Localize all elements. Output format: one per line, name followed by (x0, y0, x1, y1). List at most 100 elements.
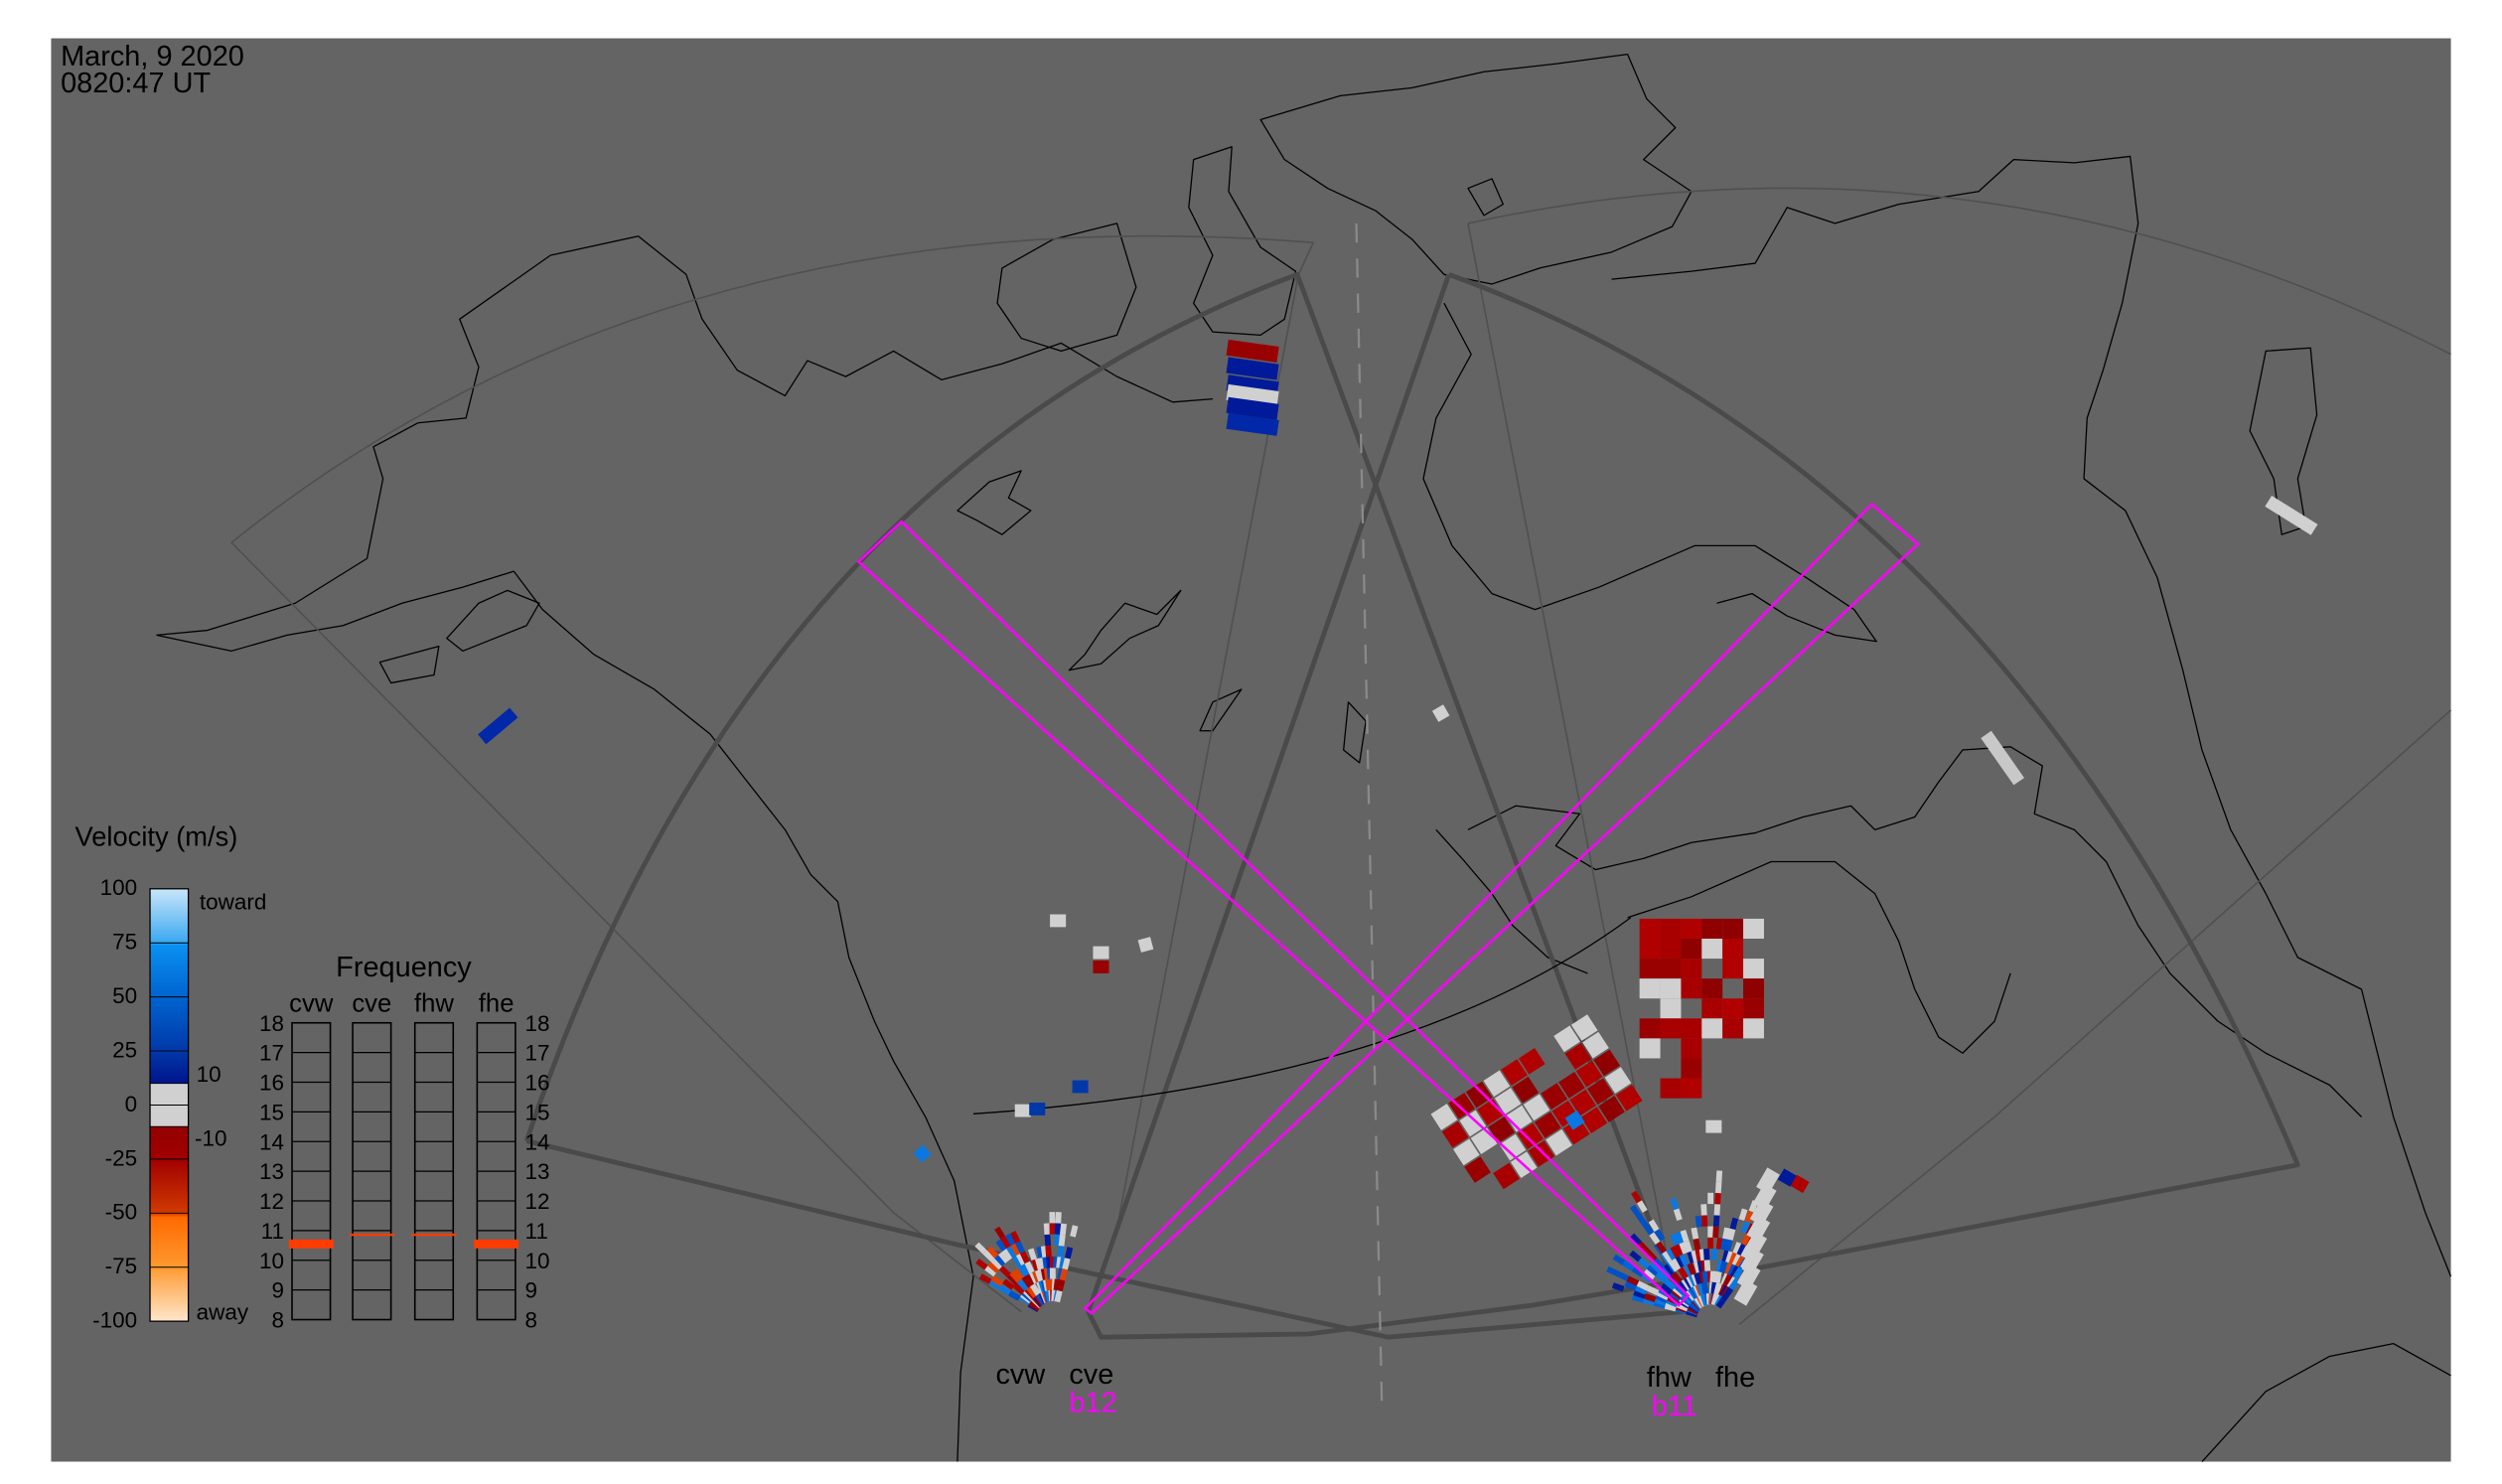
colorbar-tick-label: -50 (105, 1200, 137, 1225)
velocity-cell (1049, 1267, 1056, 1279)
date-label: March, 9 2020 (61, 41, 244, 73)
velocity-cell (1431, 704, 1450, 722)
velocity-cell (1488, 1116, 1516, 1143)
velocity-cell (1710, 1249, 1718, 1261)
velocity-cell (1049, 1212, 1056, 1224)
frequency-tick-left: 10 (259, 1249, 284, 1273)
velocity-cell (1670, 1197, 1680, 1211)
velocity-cell (1014, 1104, 1031, 1117)
velocity-cell (1024, 1273, 1035, 1287)
velocity-cell (1639, 978, 1661, 999)
velocity-cell (1660, 959, 1682, 979)
velocity-cell (1612, 1254, 1626, 1265)
velocity-cell (1722, 918, 1744, 939)
velocity-cell (1671, 1271, 1683, 1284)
velocity-cell (1001, 1248, 1014, 1261)
velocity-cell (1059, 1223, 1067, 1236)
velocity-cell (1604, 1067, 1632, 1094)
velocity-cell (1701, 918, 1723, 939)
frequency-tick-left: 15 (259, 1100, 284, 1124)
velocity-cell (984, 1264, 997, 1277)
velocity-cell (1707, 1237, 1714, 1250)
velocity-cell (1015, 1241, 1026, 1254)
velocity-cell (1668, 1273, 1681, 1286)
velocity-cell (1679, 1254, 1690, 1266)
velocity-cell (1012, 1255, 1023, 1268)
velocity-cell (1054, 1289, 1063, 1303)
velocity-cell (1064, 1247, 1074, 1260)
velocity-cell (1715, 1295, 1727, 1309)
velocity-cell (1024, 1261, 1035, 1274)
frequency-tick-left: 16 (259, 1071, 284, 1096)
velocity-cell (1606, 1265, 1619, 1276)
velocity-cell (1701, 938, 1723, 960)
frequency-column-label: cvw (289, 989, 334, 1017)
frequency-tick-left: 11 (261, 1219, 284, 1244)
velocity-cell (1681, 1078, 1702, 1099)
velocity-cell (990, 1275, 1004, 1287)
velocity-cell (1464, 1156, 1491, 1183)
velocity-cell (1722, 938, 1744, 960)
velocity-cell (1681, 1038, 1702, 1059)
velocity-cell (1715, 1170, 1723, 1183)
velocity-cell (1226, 396, 1279, 420)
frequency-tick-right: 15 (525, 1100, 550, 1124)
velocity-cell (1701, 998, 1723, 1019)
velocity-cell (1660, 918, 1682, 939)
velocity-cell (1777, 1168, 1797, 1187)
velocity-cell (1575, 1060, 1603, 1088)
velocity-cell (1701, 1270, 1709, 1283)
frequency-tick-right: 10 (525, 1249, 550, 1273)
velocity-cell (1643, 1293, 1657, 1303)
frequency-tick-left: 13 (259, 1159, 284, 1184)
velocity-cell (1616, 1270, 1630, 1281)
velocity-cell (1459, 1110, 1487, 1137)
velocity-cell (1015, 1253, 1027, 1265)
velocity-cell (1732, 1242, 1742, 1255)
velocity-cell (1743, 998, 1764, 1019)
frequency-tick-right: 13 (525, 1159, 550, 1184)
beam-label-b11: b11 (1652, 1391, 1697, 1422)
velocity-cell (1058, 1234, 1066, 1247)
velocity-cell (1718, 1261, 1728, 1273)
velocity-cell (1639, 1018, 1661, 1039)
velocity-cell (1027, 1248, 1037, 1261)
velocity-cell (1045, 1245, 1052, 1258)
velocity-cell (1684, 1240, 1693, 1254)
velocity-cell (1054, 1223, 1062, 1235)
velocity-cell (1711, 1293, 1721, 1306)
velocity-cell (1713, 1270, 1722, 1283)
velocity-cell (1523, 1094, 1550, 1121)
velocity-cell (1012, 1268, 1024, 1281)
velocity-cell (1453, 1138, 1480, 1166)
velocity-cell (1553, 1025, 1580, 1053)
colorbar-tick-label: -100 (92, 1308, 137, 1333)
velocity-cell (1731, 1254, 1742, 1266)
velocity-cell (1660, 1018, 1682, 1039)
frequency-tick-right: 9 (525, 1278, 538, 1303)
velocity-cell (1664, 1262, 1676, 1275)
frequency-tick-right: 14 (525, 1129, 550, 1154)
velocity-cell (1000, 1236, 1012, 1249)
velocity-cell (988, 1278, 1002, 1290)
velocity-cell (1636, 1200, 1648, 1213)
velocity-cell (1743, 918, 1764, 939)
velocity-cell (1637, 1241, 1650, 1254)
velocity-cell (1674, 1243, 1685, 1257)
velocity-cell (1528, 1140, 1555, 1167)
velocity-cell (997, 1251, 1010, 1263)
velocity-cell (1660, 998, 1682, 1019)
fhe-fov (1086, 272, 2300, 1340)
velocity-cell (1639, 1038, 1661, 1059)
velocity-cell (1465, 1081, 1493, 1109)
velocity-cell (1701, 978, 1723, 999)
velocity-cell (1700, 1215, 1708, 1227)
velocity-cell (994, 1226, 1006, 1240)
frequency-marker-fhe (474, 1239, 519, 1249)
velocity-cell (1477, 1099, 1504, 1126)
velocity-cell (1790, 1174, 1810, 1194)
velocity-cell (1714, 1181, 1722, 1194)
latitude-line (972, 917, 1632, 1114)
velocity-cell (1725, 1251, 1734, 1263)
